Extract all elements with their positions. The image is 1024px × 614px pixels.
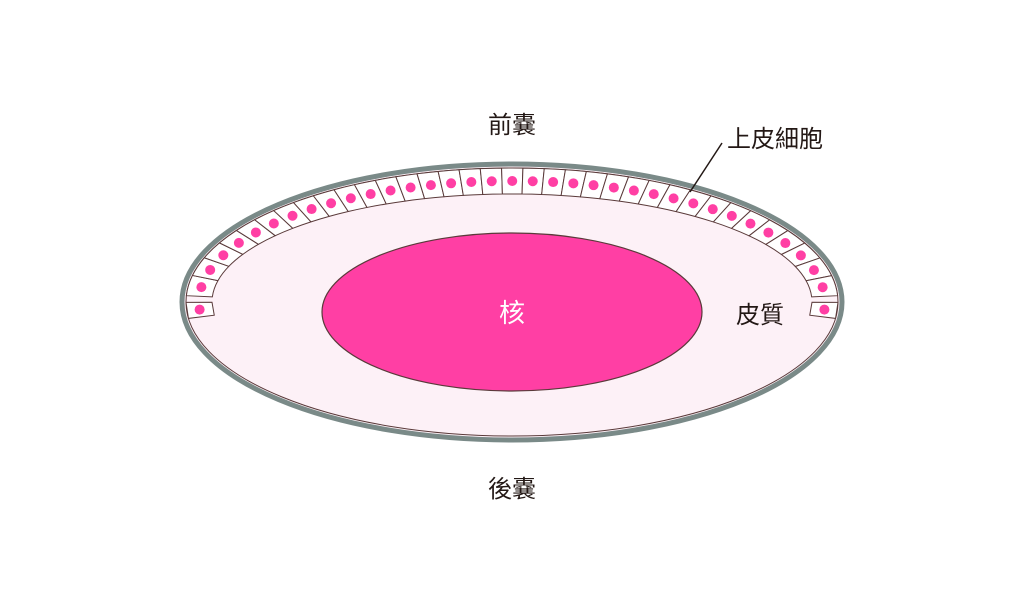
epithelial-cell-nucleus <box>808 265 819 276</box>
epithelial-cell-nucleus <box>345 193 356 204</box>
epithelial-cell-nucleus <box>196 282 207 293</box>
epithelial-cell-nucleus <box>527 176 538 187</box>
epithelial-cell-nucleus <box>446 178 457 189</box>
epithelial-cell-nucleus <box>233 237 244 248</box>
epithelial-cell-nucleus <box>726 210 737 221</box>
epithelial-cell-nucleus <box>817 282 828 293</box>
epithelial-cell-nucleus <box>588 180 599 191</box>
epithelial-cell-layer <box>185 167 839 319</box>
epithelial-cell-nucleus <box>819 304 830 315</box>
epithelial-cell-nucleus <box>707 204 718 215</box>
epithelial-cell-nucleus <box>745 218 756 229</box>
epithelial-cell-nucleus <box>780 238 791 249</box>
nucleus-label: 核 <box>499 299 525 329</box>
epithelial-cell-nucleus <box>628 185 639 196</box>
epithelial-cell-nucleus <box>486 176 497 187</box>
epithelial-cell-nucleus <box>218 250 229 261</box>
cortex-label: 皮質 <box>736 301 784 329</box>
epithelial-cells-leader-line <box>689 142 723 193</box>
epithelial-cell-nucleus <box>250 227 261 238</box>
epithelial-cell-nucleus <box>405 182 416 193</box>
epithelial-cell-nucleus <box>385 185 396 196</box>
posterior-capsule-label: 後嚢 <box>488 475 536 503</box>
epithelial-cell-nucleus <box>648 189 659 200</box>
epithelial-cell-nucleus <box>507 176 518 187</box>
lens-nucleus <box>321 232 703 392</box>
epithelial-cell-nucleus <box>326 198 337 209</box>
epithelial-cell-nucleus <box>795 250 806 261</box>
epithelial-cell-nucleus <box>548 177 559 188</box>
epithelial-cell-nucleus <box>205 264 216 275</box>
epithelial-cell-nucleus <box>688 198 699 209</box>
epithelial-cell-nucleus <box>668 193 679 204</box>
epithelial-cell-nucleus <box>425 180 436 191</box>
epithelial-cell-nucleus <box>194 304 205 315</box>
epithelial-cell-nucleus <box>763 227 774 238</box>
epithelial-cell-nucleus <box>287 210 298 221</box>
epithelial-cells-label: 上皮細胞 <box>727 125 823 153</box>
epithelial-cell-nucleus <box>365 189 376 200</box>
epithelial-cell-nucleus <box>568 178 579 189</box>
epithelial-cell-nucleus <box>306 204 317 215</box>
epithelial-cell-nucleus <box>466 177 477 188</box>
epithelial-cell-nucleus <box>268 218 279 229</box>
anterior-capsule-label: 前嚢 <box>488 111 536 139</box>
epithelial-cell-nucleus <box>608 182 619 193</box>
